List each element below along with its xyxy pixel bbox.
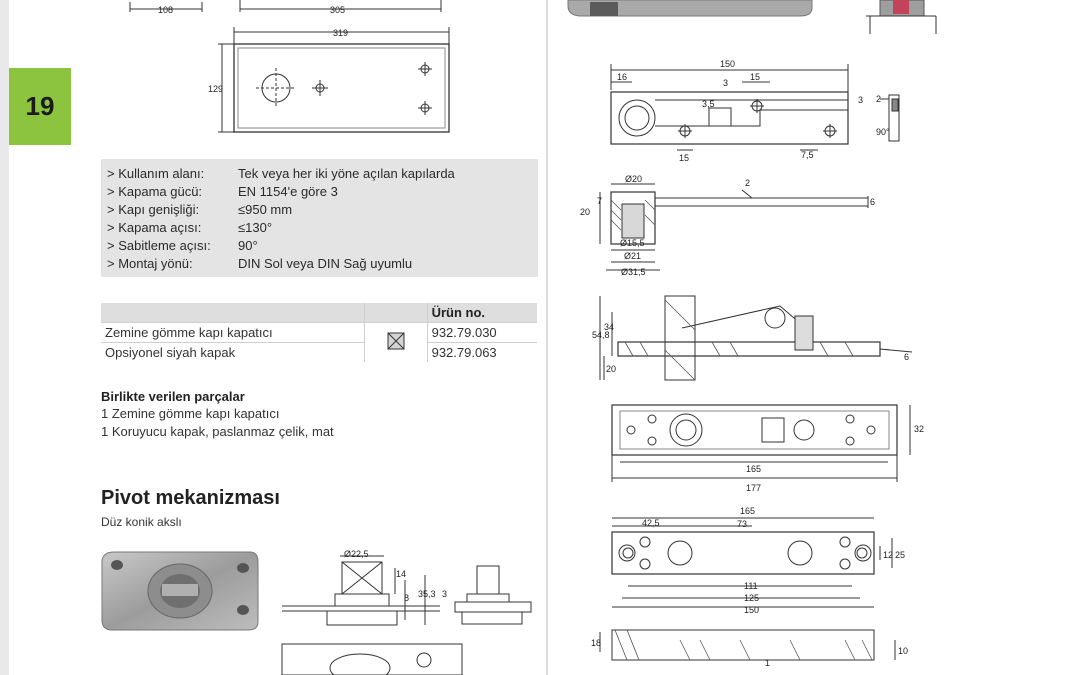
spec-key: > Kapama gücü:	[107, 184, 203, 199]
page-number-badge: 19	[9, 68, 71, 145]
product-cell-icon	[363, 322, 428, 362]
dim-f-18: 18	[591, 638, 601, 648]
pivot-photo	[101, 551, 259, 631]
dim-b-7: 7	[597, 196, 602, 206]
spec-value: ≤130°	[238, 220, 273, 235]
dim-e-125: 125	[744, 593, 759, 603]
dim-p-8: 8	[404, 593, 409, 603]
dim-b-20: 20	[580, 207, 590, 217]
dim-a-3: 3	[723, 78, 728, 88]
dim-d-32: 32	[914, 424, 924, 434]
product-name: Zemine gömme kapı kapatıcı	[101, 322, 365, 343]
dim-e-25: 25	[895, 550, 905, 560]
dim-319: 319	[333, 28, 348, 38]
table-row: Opsiyonel siyah kapak 932.79.063	[101, 342, 537, 362]
dim-p-22-5: Ø22,5	[344, 549, 369, 559]
dim-e-111: 111	[744, 581, 758, 591]
dim-b-20-diameter: Ø20	[625, 174, 642, 184]
dim-a-7-5: 7,5	[801, 150, 814, 160]
spec-value: DIN Sol veya DIN Sağ uyumlu	[238, 256, 413, 271]
dim-c-20: 20	[606, 364, 616, 374]
product-number: 932.79.063	[427, 342, 537, 362]
dim-p-35-3: 35,3	[418, 589, 436, 599]
spec-key: > Kullanım alanı:	[107, 166, 205, 181]
dim-a-3-5: 3,5	[702, 99, 715, 109]
table-header-row: Ürün no.	[101, 303, 537, 323]
dim-e-12: 12	[883, 550, 893, 560]
dim-a-16: 16	[617, 72, 627, 82]
product-table: Ürün no. Zemine gömme kapı kapatıcı 932.…	[101, 303, 537, 362]
boxed-x-icon	[387, 332, 405, 350]
dim-b-15-5: Ø15,5	[620, 238, 645, 248]
product-name: Opsiyonel siyah kapak	[101, 342, 365, 362]
dim-c-54-8: 54,8	[592, 330, 610, 340]
page-edge	[0, 0, 9, 675]
table-header-empty	[101, 303, 365, 323]
dim-b-6: 6	[870, 197, 875, 207]
included-item: 1 Zemine gömme kapı kapatıcı	[101, 406, 280, 421]
dim-d-177: 177	[746, 483, 761, 493]
product-number: 932.79.030	[427, 322, 537, 343]
dim-e-42-5: 42,5	[642, 518, 660, 528]
dim-e-150: 150	[744, 605, 759, 615]
dim-a-3-right: 3	[858, 95, 863, 105]
spec-value: EN 1154'e göre 3	[238, 184, 338, 199]
dim-129: 129	[208, 84, 223, 94]
spec-key: > Kapı genişliği:	[107, 202, 200, 217]
dim-e-165: 165	[740, 506, 755, 516]
pivot-section-title: Pivot mekanizması	[101, 487, 280, 509]
dim-c-6: 6	[904, 352, 909, 362]
dim-p-3: 3	[442, 589, 447, 599]
dim-c-34: 34	[604, 322, 614, 332]
dim-305: 305	[330, 5, 345, 15]
table-row: Zemine gömme kapı kapatıcı 932.79.030	[101, 322, 537, 362]
spec-value: 90°	[238, 238, 258, 253]
dim-a-15-bottom: 15	[679, 153, 689, 163]
dim-f-10: 10	[898, 646, 908, 656]
dim-b-2: 2	[745, 178, 750, 188]
pivot-section-subtitle: Düz konik akslı	[101, 515, 182, 529]
closer-photo-fragment	[567, 0, 937, 34]
dim-e-73: 73	[737, 519, 747, 529]
pivot-section-drawing	[281, 555, 532, 675]
dim-108: 108	[158, 5, 173, 15]
dim-p-14: 14	[396, 569, 406, 579]
table-header-empty	[363, 303, 428, 323]
table-header-product-no: Ürün no.	[427, 303, 537, 323]
dim-a-150: 150	[720, 59, 735, 69]
specifications-box: > Kullanım alanı: Tek veya her iki yöne …	[101, 159, 538, 277]
dim-a-15: 15	[750, 72, 760, 82]
spec-value: ≤950 mm	[238, 202, 293, 217]
spec-key: > Montaj yönü:	[107, 256, 193, 271]
dim-f-1: 1	[765, 658, 770, 668]
dim-d-165: 165	[746, 464, 761, 474]
spec-key: > Sabitleme açısı:	[107, 238, 211, 253]
dim-b-21: Ø21	[624, 251, 641, 261]
dim-a-90: 90°	[876, 127, 890, 137]
included-parts-title: Birlikte verilen parçalar	[101, 389, 245, 404]
left-technical-drawings: 108 305 319 129 Ø22,5 14	[101, 0, 532, 675]
spec-value: Tek veya her iki yöne açılan kapılarda	[238, 166, 455, 181]
column-divider	[546, 0, 548, 675]
dim-b-31-5: Ø31,5	[621, 267, 646, 277]
dim-a-2: 2	[876, 94, 881, 104]
included-item: 1 Koruyucu kapak, paslanmaz çelik, mat	[101, 424, 334, 439]
spec-key: > Kapama açısı:	[107, 220, 202, 235]
